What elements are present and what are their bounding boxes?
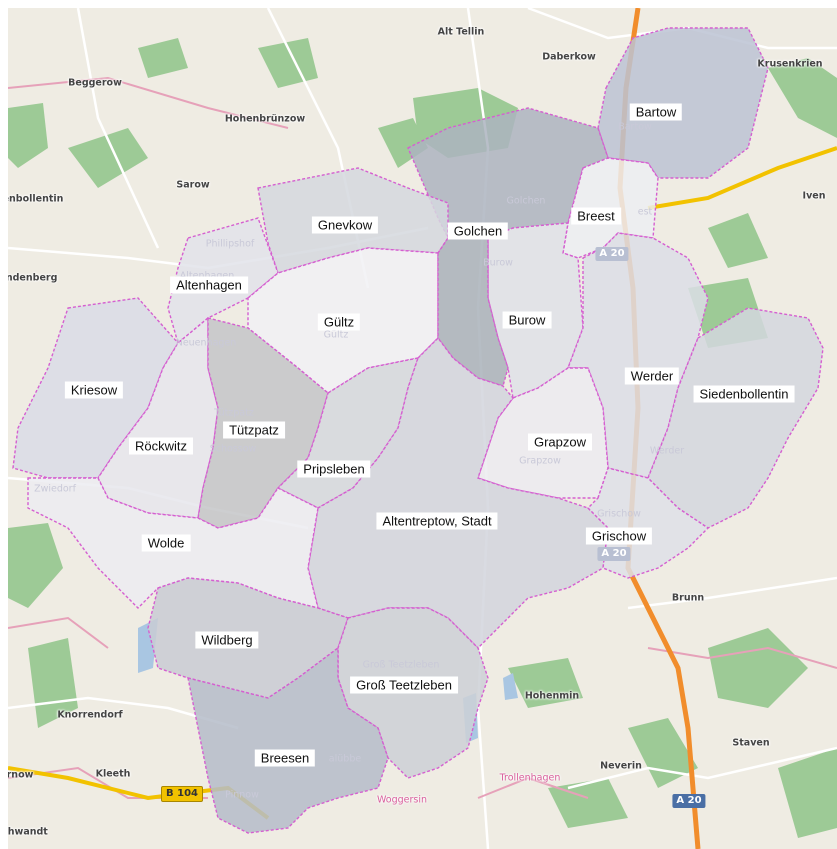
place-trollenhagen: Trollenhagen (499, 772, 561, 784)
place-zwiedorf: Zwiedorf (34, 483, 76, 495)
region-label-wildberg[interactable]: Wildberg (195, 631, 259, 649)
municipality-altentreptow[interactable] (307, 336, 609, 649)
region-label-altentreptow[interactable]: Altentreptow, Stadt (376, 512, 498, 530)
road-shield-b104: B 104 (161, 786, 203, 802)
place-woggersin: Woggersin (376, 794, 428, 806)
place-neuenhagen: Neuenhagen (175, 337, 237, 349)
place-hohenmin: Hohenmin (524, 690, 580, 702)
place-knorrendorf: Knorrendorf (57, 709, 123, 721)
region-label-altenhagen[interactable]: Altenhagen (170, 276, 248, 294)
region-label-gnevkow[interactable]: Gnevkow (311, 216, 379, 234)
region-label-burow[interactable]: Burow (502, 311, 552, 329)
subtitle-tuetzpatz: Tützpatz (214, 407, 254, 419)
subtitle-gross-teetzleben: Groß Teetzleben (362, 659, 440, 671)
place-kleeth: Kleeth (95, 768, 131, 780)
region-label-gueltz[interactable]: Gültz (317, 313, 361, 331)
place-est: est (637, 206, 653, 218)
region-label-bartow[interactable]: Bartow (629, 103, 683, 121)
road-shield-a20: A 20 (595, 247, 629, 261)
region-label-grischow[interactable]: Grischow (585, 527, 653, 545)
place-alt-tellin: Alt Tellin (437, 26, 485, 38)
place-enbollentin: enbollentin (8, 193, 64, 205)
place-beggerow: Beggerow (68, 77, 122, 89)
municipality-breesen[interactable] (187, 646, 389, 834)
region-label-golchen[interactable]: Golchen (447, 222, 509, 240)
subtitle-golchen: Golchen (506, 195, 546, 207)
region-label-breesen[interactable]: Breesen (254, 749, 316, 767)
region-label-breest[interactable]: Breest (571, 207, 621, 225)
place-daberkow: Daberkow (542, 51, 596, 63)
map-view[interactable]: Alt Tellin Daberkow Krusenkrien Beggerow… (8, 8, 837, 849)
place-schossow: Schossow (209, 443, 257, 455)
subtitle-grischow: Grischow (597, 508, 641, 520)
base-map (8, 8, 837, 849)
municipality-siedenbollentin[interactable] (647, 307, 824, 529)
subtitle-werder: Werder (649, 445, 685, 457)
place-aluebbe: alübbe (328, 753, 362, 765)
region-label-wolde[interactable]: Wolde (141, 534, 191, 552)
subtitle-altenhagen: Altenhagen (180, 271, 234, 282)
forest-areas (8, 38, 837, 838)
place-neverin: Neverin (600, 760, 642, 772)
subtitle-bartow: Bartow (618, 121, 652, 133)
place-brunn: Brunn (671, 592, 705, 604)
place-chwandt: chwandt (8, 826, 48, 838)
region-label-kriesow[interactable]: Kriesow (64, 381, 124, 399)
region-label-grapzow[interactable]: Grapzow (527, 433, 593, 451)
road-shield-a20: A 20 (672, 794, 706, 808)
subtitle-gueltz: Gültz (323, 329, 349, 341)
place-hohenbruenzow: Hohenbrünzow (224, 113, 306, 125)
place-phillipshof: Phillipshof (205, 238, 255, 250)
place-rnow: rnow (8, 769, 34, 781)
place-sarow: Sarow (176, 179, 210, 191)
place-staven: Staven (732, 737, 770, 749)
region-label-pripsleben[interactable]: Pripsleben (297, 460, 371, 478)
place-indenberg: indenberg (8, 272, 58, 284)
region-label-siedenbollentin[interactable]: Siedenbollentin (693, 385, 795, 403)
place-iven: Iven (802, 190, 826, 202)
place-pinnow: Pinnow (225, 789, 259, 801)
municipality-werder[interactable] (566, 232, 709, 479)
place-krusenkrien: Krusenkrien (757, 58, 823, 70)
road-shield-a20: A 20 (597, 547, 631, 561)
subtitle-burow: Burow (483, 257, 513, 269)
region-label-werder[interactable]: Werder (624, 367, 680, 385)
subtitle-grapzow: Grapzow (519, 455, 561, 467)
municipality-bartow[interactable] (597, 27, 769, 179)
region-label-gross-teetzleben[interactable]: Groß Teetzleben (350, 676, 458, 694)
region-label-tuetzpatz[interactable]: Tützpatz (223, 421, 285, 439)
region-label-roeckwitz[interactable]: Röckwitz (128, 437, 194, 455)
